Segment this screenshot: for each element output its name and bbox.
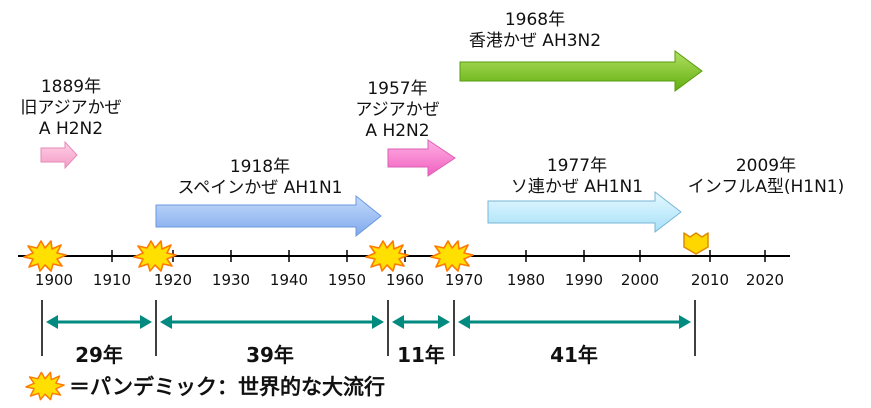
axis-tick-label: 2020 [745,271,785,289]
axis-tick-label: 1950 [327,271,367,289]
event-name: スペインかぜ AH1N1 [177,178,343,198]
axis-tick-label: 1900 [34,271,74,289]
event-subtype: A H2N2 [38,119,104,139]
event-year: 1968年 [504,10,566,30]
event-label-1918: 1918年 スペインかぜ AH1N1 [160,157,360,199]
axis-tick-label: 2000 [620,271,660,289]
interval-guides [41,300,696,356]
pandemic-2009-marker-icon [683,232,709,255]
axis-tick-label: 1930 [211,271,251,289]
event-label-1977: 1977年 ソ連かぜ AH1N1 [487,156,667,198]
interval-label: 11年 [397,343,445,367]
event-year: 2009年 [735,156,797,176]
axis-tick-label: 1980 [506,271,546,289]
event-subtype: A H2N2 [365,121,430,141]
axis-tick-label: 1940 [269,271,309,289]
arrow-1889 [40,140,78,170]
arrow-1918 [155,194,382,238]
axis-tick-label: 1960 [385,271,425,289]
event-label-2009: 2009年 インフルA型(H1N1) [668,156,864,198]
interval-label: 41年 [550,343,598,367]
arrow-1977 [487,190,682,234]
event-name: 旧アジアかぜ [20,98,122,118]
pandemic-burst-icon [133,240,177,272]
interval-label: 39年 [246,343,294,367]
event-year: 1977年 [546,156,608,176]
arrow-1968 [459,50,703,92]
axis-tick-label: 1970 [444,271,484,289]
event-name: ソ連かぜ AH1N1 [510,177,644,197]
event-year: 1889年 [40,77,102,97]
interval-label: 29年 [75,343,123,367]
pandemic-burst-icon [430,240,474,272]
axis-tick-label: 1910 [92,271,132,289]
legend: ＝パンデミック：世界的な大流行 [25,370,385,402]
event-label-1968: 1968年 香港かぜ AH3N2 [445,10,625,52]
axis-tick-label: 1990 [564,271,604,289]
axis-tick-label: 1920 [153,271,193,289]
interval-arrows [46,315,691,329]
event-label-1889: 1889年 旧アジアかぜ A H2N2 [6,77,136,140]
pandemic-burst-icon [25,371,65,401]
arrow-1957 [387,139,456,177]
pandemic-burst-icon [23,240,67,272]
event-name: アジアかぜ [355,100,440,120]
legend-text: ＝パンデミック：世界的な大流行 [69,375,386,399]
event-label-1957: 1957年 アジアかぜ A H2N2 [335,79,460,142]
event-name: インフルA型(H1N1) [687,177,845,197]
event-year: 1957年 [367,79,428,99]
axis-tick-label: 2010 [690,271,730,289]
event-name: 香港かぜ AH3N2 [468,31,602,51]
pandemic-burst-icon [365,240,409,272]
event-year: 1918年 [229,157,291,177]
